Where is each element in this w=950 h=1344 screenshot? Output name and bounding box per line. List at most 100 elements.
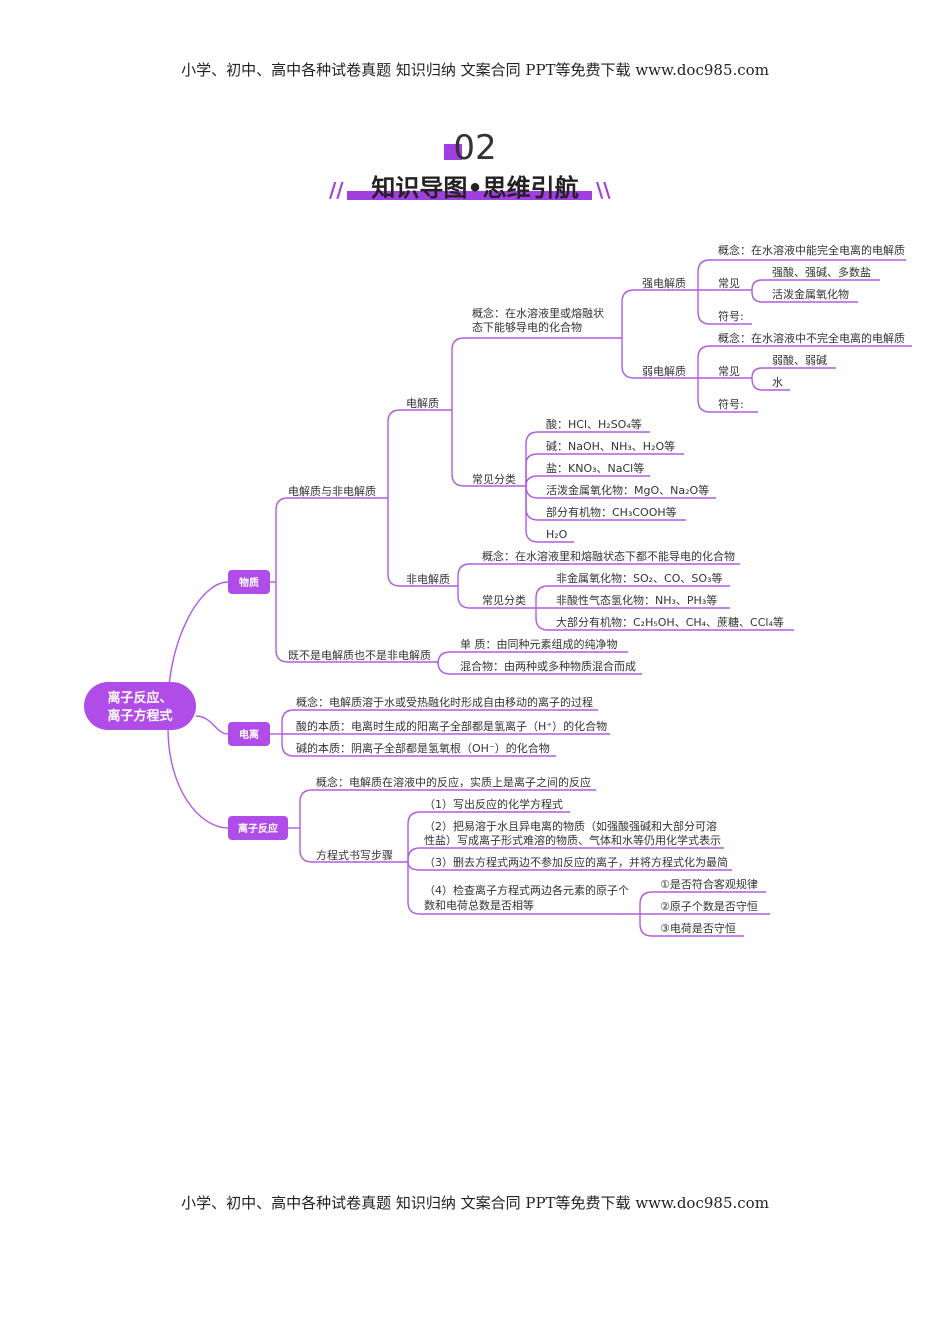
node-dl-suan: 酸的本质：电离时生成的阳离子全部都是氢离子（H⁺）的化合物 xyxy=(296,719,607,733)
node-r-c2: 水 xyxy=(772,376,783,389)
node-qdjz: 强电解质 xyxy=(642,276,686,290)
chip-dianli: 电离 xyxy=(228,722,270,746)
link-q-c1 xyxy=(751,279,880,291)
node-f5: 部分有机物：CH₃COOH等 xyxy=(546,505,677,519)
node-q-gainian: 概念：在水溶液中能完全电离的电解质 xyxy=(718,243,905,257)
node-s2-1: （2）把易溶于水且异电离的物质（如强酸强碱和大部分可溶 xyxy=(424,819,717,833)
node-djz-gainian-1: 概念：在水溶液里或熔融状 xyxy=(472,306,604,320)
link-fdjz-gainian xyxy=(457,563,740,586)
node-f1: 酸：HCl、H₂SO₄等 xyxy=(546,417,642,431)
section-title: 知识导图•思维引航 xyxy=(371,174,579,202)
node-q-changjian: 常见 xyxy=(718,277,740,290)
root-node: 离子反应、 离子方程式 xyxy=(84,682,196,730)
link-dl-jian xyxy=(281,734,556,757)
page-footer: 小学、初中、高中各种试卷真题 知识归纳 文案合同 PPT等免费下载 www.do… xyxy=(181,1194,769,1212)
chip-lizifanying-label: 离子反应 xyxy=(238,822,278,835)
link-f1 xyxy=(525,431,650,486)
link-root-lizifanying xyxy=(167,727,229,829)
node-fdjz: 非电解质 xyxy=(406,572,450,586)
link-f6 xyxy=(525,486,574,543)
link-q-fuhao xyxy=(697,290,752,325)
chip-wuzhi: 物质 xyxy=(228,570,270,594)
left-slash-decoration: // xyxy=(329,178,344,202)
node-nf1: 非金属氧化物：SO₂、CO、SO₃等 xyxy=(556,571,722,585)
root-node-bg xyxy=(84,682,196,730)
chip-lizifanying: 离子反应 xyxy=(228,816,288,840)
node-fdjz-fenlei: 常见分类 xyxy=(482,593,526,607)
node-r-gainian: 概念：在水溶液中不完全电离的电解质 xyxy=(718,331,905,345)
chip-dianli-bg xyxy=(228,722,270,746)
link-root-dianli xyxy=(195,715,229,735)
link-qdjz xyxy=(621,289,698,338)
chip-lizifanying-bg xyxy=(228,816,288,840)
node-c3: ③电荷是否守恒 xyxy=(660,921,736,935)
node-c2: ②原子个数是否守恒 xyxy=(660,899,758,913)
link-djz xyxy=(387,409,452,498)
node-lf-gainian: 概念：电解质在溶液中的反应，实质上是离子之间的反应 xyxy=(316,775,591,789)
node-dl-gainian: 概念：电解质溶于水或受热融化时形成自由移动的离子的过程 xyxy=(296,695,593,709)
node-r-c1: 弱酸、弱碱 xyxy=(772,353,827,367)
node-c1: ①是否符合客观规律 xyxy=(660,877,758,891)
link-r-c1 xyxy=(751,367,836,379)
link-c1 xyxy=(639,891,766,914)
root-line-2: 离子方程式 xyxy=(107,708,172,724)
chip-wuzhi-label: 物质 xyxy=(239,576,259,589)
node-f4: 活泼金属氧化物：MgO、Na₂O等 xyxy=(546,483,709,497)
node-nf3: 大部分有机物：C₂H₅OH、CH₄、蔗糖、CCl₄等 xyxy=(556,615,784,629)
node-s1: （1）写出反应的化学方程式 xyxy=(424,797,563,811)
link-c3 xyxy=(639,914,744,937)
node-fdjz-gainian: 概念：在水溶液里和熔融状态下都不能导电的化合物 xyxy=(482,549,735,563)
node-f3: 盐：KNO₃、NaCl等 xyxy=(546,461,644,475)
node-danzhi: 单 质：由同种元素组成的纯净物 xyxy=(460,637,618,651)
link-q-c2 xyxy=(751,290,858,303)
link-fdjz-fenlei xyxy=(457,586,536,609)
link-s2 xyxy=(407,847,724,862)
link-r-c2 xyxy=(751,377,790,391)
node-s4-1: （4）检查离子方程式两边各元素的原子个 xyxy=(424,883,629,897)
node-f2: 碱：NaOH、NH₃、H₂O等 xyxy=(546,439,675,453)
node-djz-fenlei: 常见分类 xyxy=(472,472,516,486)
mind-map-labels: 电解质与非电解质 既不是电解质也不是非电解质 电解质 非电解质 概念：在水溶液里… xyxy=(288,243,905,935)
section-number-accent xyxy=(444,144,462,160)
node-s2-2: 性盐）写成离子形式难溶的物质、气体和水等仍用化学式表示 xyxy=(424,833,721,847)
link-hunhewu xyxy=(437,661,642,675)
node-rdjz: 弱电解质 xyxy=(642,364,686,378)
node-dl-jian: 碱的本质：阴离子全部都是氢氧根（OH⁻）的化合物 xyxy=(296,741,550,755)
link-f3 xyxy=(525,475,650,487)
link-s1 xyxy=(407,811,570,862)
link-s4 xyxy=(407,862,640,915)
node-djz-fdjz: 电解质与非电解质 xyxy=(288,484,376,498)
link-fdjz xyxy=(387,498,458,587)
node-r-changjian: 常见 xyxy=(718,365,740,378)
node-jbsh: 既不是电解质也不是非电解质 xyxy=(288,648,431,662)
section-number: 02 xyxy=(453,128,497,168)
page-header: 小学、初中、高中各种试卷真题 知识归纳 文案合同 PPT等免费下载 www.do… xyxy=(181,61,769,79)
link-lf-gainian xyxy=(299,789,596,828)
node-nf2: 非酸性气态氢化物：NH₃、PH₃等 xyxy=(556,593,717,607)
node-s3: （3）删去方程式两边不参加反应的离子，并将方程式化为最简 xyxy=(424,855,728,869)
node-q-c1: 强酸、强碱、多数盐 xyxy=(772,265,871,279)
node-q-c2: 活泼金属氧化物 xyxy=(772,287,849,301)
node-s4-2: 数和电荷总数是否相等 xyxy=(424,898,534,912)
chip-wuzhi-bg xyxy=(228,570,270,594)
link-q-gainian xyxy=(697,259,906,290)
node-f6: H₂O xyxy=(546,528,568,541)
link-rdjz xyxy=(621,338,698,379)
node-djz-gainian-2: 态下能够导电的化合物 xyxy=(472,320,582,334)
link-dl-gainian xyxy=(281,709,598,734)
link-f2 xyxy=(525,453,684,486)
node-lf-buzhou: 方程式书写步骤 xyxy=(316,848,393,862)
node-q-fuhao: 符号: xyxy=(718,310,744,323)
link-nf3 xyxy=(535,608,794,631)
link-r-gainian xyxy=(697,345,912,378)
link-nf1 xyxy=(535,585,730,608)
node-djz: 电解质 xyxy=(406,396,439,410)
chip-dianli-label: 电离 xyxy=(239,728,259,741)
link-djz-gainian xyxy=(451,337,622,410)
link-lf-buzhou xyxy=(299,828,408,863)
node-hunhewu: 混合物：由两种或多种物质混合而成 xyxy=(460,659,636,673)
mind-map-connectors xyxy=(167,259,912,937)
link-wuzhi-jbsh xyxy=(275,582,438,663)
link-djz-fenlei xyxy=(451,410,526,487)
